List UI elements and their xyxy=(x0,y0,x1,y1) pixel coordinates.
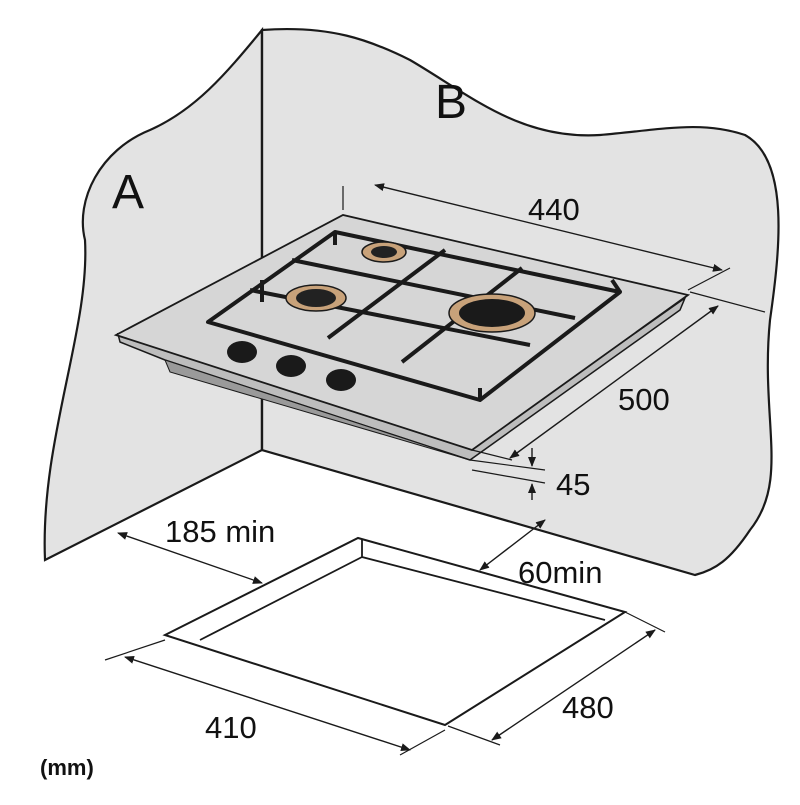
hob-width-label: 440 xyxy=(528,192,580,227)
burner-medium xyxy=(285,284,347,312)
control-knob-3 xyxy=(326,369,356,391)
back-clearance-label: 60min xyxy=(518,555,602,590)
hob-height-label: 45 xyxy=(556,467,590,502)
dimension-back-clearance xyxy=(479,519,546,571)
hob-depth-label: 500 xyxy=(618,382,670,417)
wall-label-a: A xyxy=(112,166,144,219)
side-clearance-label: 185 min xyxy=(165,514,275,549)
unit-label: (mm) xyxy=(40,755,94,780)
burner-small xyxy=(361,241,407,263)
left-wall-a xyxy=(43,26,264,562)
dimension-hob-depth xyxy=(471,291,766,461)
control-knob-1 xyxy=(227,341,257,363)
cutout-width-label: 410 xyxy=(205,710,257,745)
dimension-hob-height xyxy=(469,448,546,500)
control-knob-2 xyxy=(276,355,306,377)
wall-label-b: B xyxy=(435,76,467,129)
dimension-cutout-depth xyxy=(447,611,666,746)
dimension-cutout-width xyxy=(104,639,446,756)
burner-large xyxy=(448,293,536,333)
dimension-side-clearance xyxy=(117,532,263,584)
dimension-hob-width xyxy=(342,183,731,291)
cutout-depth-label: 480 xyxy=(562,690,614,725)
